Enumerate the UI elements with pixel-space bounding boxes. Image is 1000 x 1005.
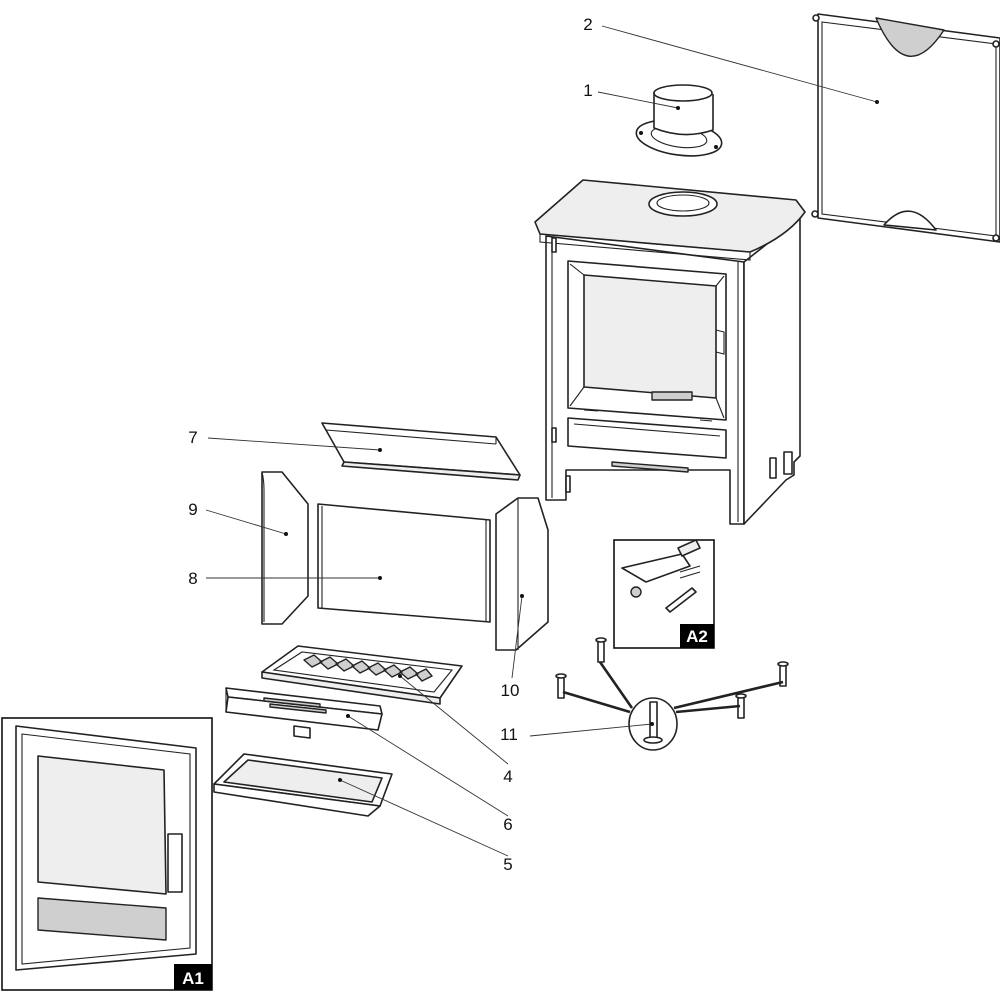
callout-10: 10 <box>501 681 520 700</box>
callout-5: 5 <box>503 855 512 874</box>
part-1-flue-collar <box>635 84 723 157</box>
part-4-grate <box>261 645 463 705</box>
callout-1: 1 <box>583 81 592 100</box>
part-7-baffle-plate <box>321 422 521 481</box>
inset-a1-label: A1 <box>182 969 204 988</box>
inset-a2-latch-detail: A2 <box>613 539 715 649</box>
part-6-front-fret <box>225 687 383 739</box>
callout-8: 8 <box>188 569 197 588</box>
part-5-ash-pan <box>213 753 393 817</box>
inset-a2-label: A2 <box>686 627 708 646</box>
leader-lines <box>205 25 879 857</box>
part-10-right-side-brick <box>495 497 549 651</box>
part-2-rear-heat-shield <box>811 13 1000 243</box>
part-9-left-side-brick <box>261 471 309 625</box>
callout-2: 2 <box>583 15 592 34</box>
stove-body <box>534 179 806 525</box>
part-8-rear-brick <box>317 503 491 623</box>
callout-6: 6 <box>503 815 512 834</box>
inset-a1-door-detail: A1 <box>1 717 213 991</box>
inset-a1-badge <box>174 964 212 990</box>
callout-7: 7 <box>188 428 197 447</box>
inset-a2-badge <box>680 624 714 648</box>
callout-11: 11 <box>500 725 518 744</box>
part-11-legs <box>555 637 789 751</box>
callout-labels: 2 1 7 9 8 10 11 4 6 5 <box>188 15 592 874</box>
callout-4: 4 <box>503 767 512 786</box>
callout-9: 9 <box>188 500 197 519</box>
